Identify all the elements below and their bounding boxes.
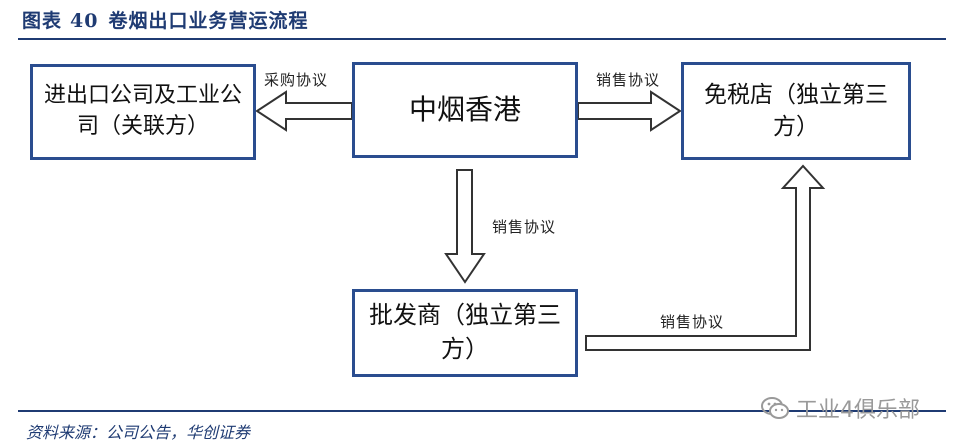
footer-rule — [18, 410, 946, 412]
label-sales-agreement-right: 销售协议 — [596, 71, 661, 89]
box-duty-free-store: 免税店（独立第三方） — [681, 62, 911, 160]
box-related-label: 进出口公司及工业公司（关联方） — [43, 83, 242, 139]
source-note: 资料来源：公司公告，华创证券 — [26, 423, 251, 442]
wechat-icon — [761, 397, 789, 419]
arrow-purchase — [255, 90, 353, 132]
title-rule — [18, 38, 946, 40]
figure-title: 图表 40 卷烟出口业务营运流程 — [22, 6, 308, 33]
figure-number: 40 — [70, 10, 99, 32]
box-china-tobacco-hk: 中烟香港 — [352, 62, 578, 158]
arrow-sales-down — [444, 169, 486, 284]
arrow-sales-right — [577, 90, 682, 132]
watermark-text: 工业4俱乐部 — [796, 398, 920, 423]
box-cth-label: 中烟香港 — [408, 93, 521, 127]
label-purchase-agreement: 采购协议 — [264, 71, 329, 89]
box-wholesaler-label: 批发商（独立第三方） — [369, 301, 561, 363]
box-dutyfree-label: 免税店（独立第三方） — [704, 81, 888, 140]
label-sales-agreement-down: 销售协议 — [492, 218, 557, 236]
figure-prefix: 图表 — [22, 10, 63, 32]
figure-title-text: 卷烟出口业务营运流程 — [108, 10, 309, 32]
arrow-sales-bottom — [585, 164, 826, 351]
box-related-parties: 进出口公司及工业公司（关联方） — [30, 64, 256, 160]
watermark: 工业4俱乐部 — [760, 392, 920, 424]
label-sales-agreement-bottom: 销售协议 — [660, 313, 725, 331]
box-wholesaler: 批发商（独立第三方） — [352, 289, 578, 377]
